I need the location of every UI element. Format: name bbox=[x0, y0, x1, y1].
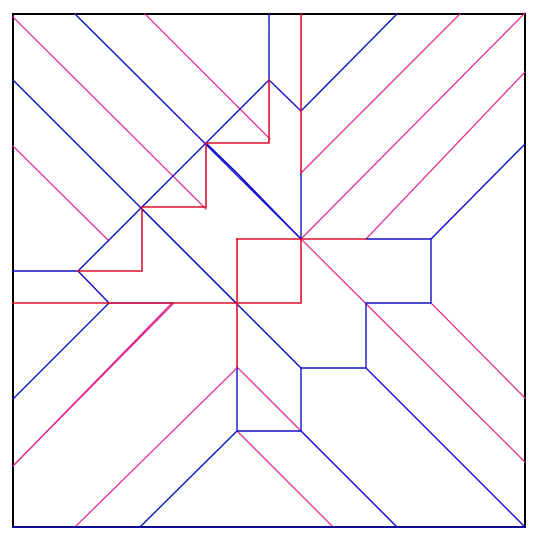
valley-crease bbox=[12, 302, 110, 400]
diagonal-crease bbox=[430, 302, 526, 399]
mountain-crease bbox=[77, 79, 270, 272]
diagonal-crease bbox=[12, 302, 173, 467]
valley-creases bbox=[12, 13, 526, 528]
diagonal-crease bbox=[365, 71, 526, 240]
valley-crease bbox=[77, 270, 173, 304]
valley-crease bbox=[12, 79, 270, 272]
diagonal-crease bbox=[236, 430, 334, 528]
valley-crease bbox=[205, 142, 302, 240]
mountain-crease bbox=[12, 238, 302, 304]
diagonal-crease bbox=[144, 13, 271, 140]
diagonal-mountain-creases bbox=[12, 12, 526, 528]
valley-crease bbox=[74, 13, 302, 240]
valley-crease bbox=[268, 13, 398, 112]
diagonal-crease bbox=[300, 13, 461, 174]
valley-crease bbox=[365, 143, 526, 240]
valley-crease bbox=[12, 79, 367, 369]
diagonal-crease bbox=[12, 145, 110, 242]
diagonal-crease bbox=[300, 238, 526, 463]
diagonal-crease bbox=[74, 367, 238, 528]
diagonal-crease bbox=[300, 12, 526, 240]
valley-crease bbox=[236, 366, 302, 432]
valley-crease bbox=[139, 430, 238, 528]
valley-crease bbox=[365, 238, 526, 528]
valley-crease bbox=[139, 206, 238, 305]
mountain-creases bbox=[12, 13, 367, 368]
valley-crease bbox=[300, 430, 398, 528]
diagonal-crease bbox=[12, 16, 207, 210]
